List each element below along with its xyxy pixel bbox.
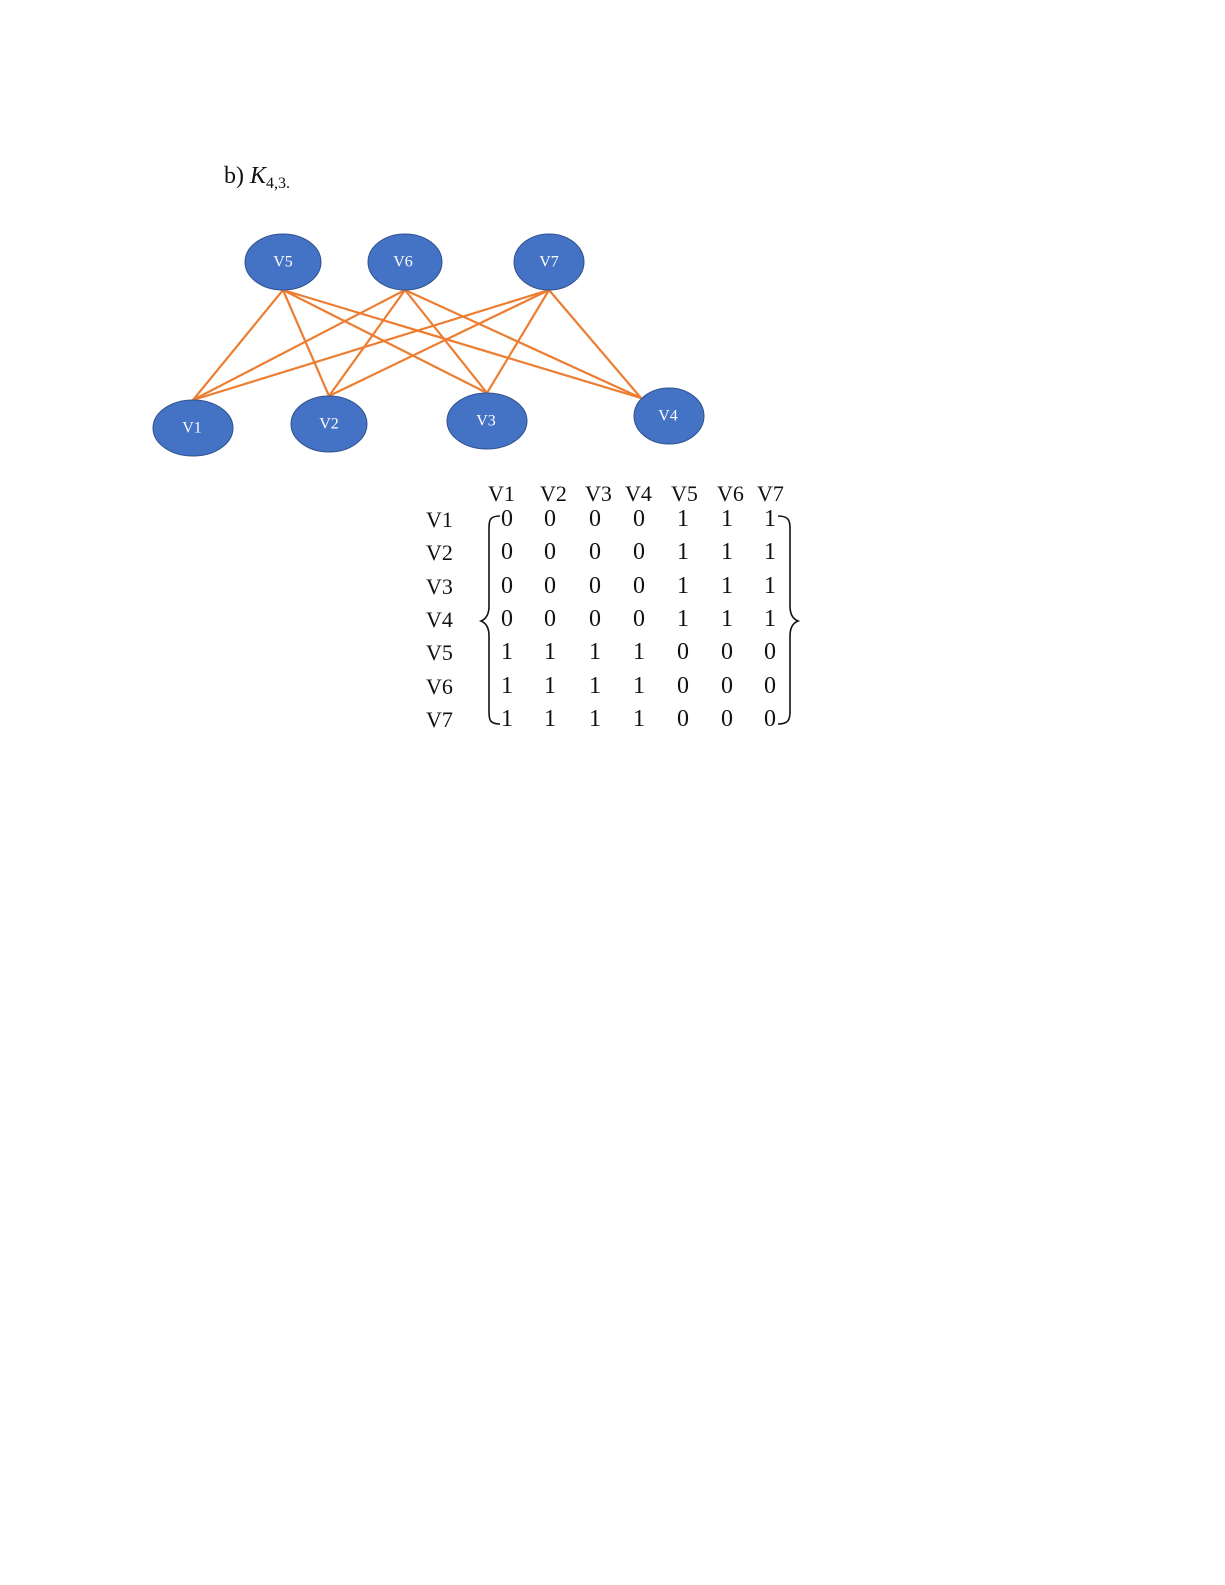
left-curly-brace <box>481 516 500 724</box>
right-curly-brace <box>778 516 798 724</box>
matrix-brackets <box>0 0 1225 760</box>
